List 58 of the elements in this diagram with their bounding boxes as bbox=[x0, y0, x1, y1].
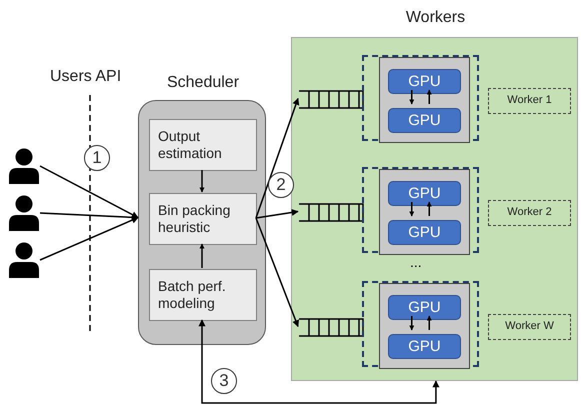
arrow bbox=[40, 212, 139, 221]
node-text: Worker 2 bbox=[506, 205, 553, 220]
arrow bbox=[426, 316, 432, 330]
arrow bbox=[40, 165, 139, 218]
node-text: GPU bbox=[407, 110, 442, 130]
queue-icon bbox=[299, 90, 364, 109]
gpu-box bbox=[388, 220, 461, 245]
arrow bbox=[426, 90, 432, 104]
arrow bbox=[40, 216, 139, 261]
node-text: GPU bbox=[407, 336, 442, 356]
arrow bbox=[255, 98, 300, 218]
node-text: GPU bbox=[407, 184, 442, 204]
node-text: Worker W bbox=[504, 319, 555, 334]
arrow bbox=[256, 209, 299, 219]
step-number: 3 bbox=[211, 368, 237, 394]
arrow bbox=[409, 202, 414, 216]
server-box bbox=[379, 283, 470, 369]
worker-label bbox=[488, 200, 571, 226]
person-icon bbox=[8, 242, 40, 278]
node-text: Bin packing heuristic bbox=[157, 201, 232, 237]
worker-label bbox=[488, 88, 571, 114]
arrow bbox=[200, 170, 204, 192]
person-icon bbox=[8, 148, 40, 184]
node-text: Worker 1 bbox=[506, 93, 553, 108]
step-number: 2 bbox=[268, 172, 294, 198]
arrow bbox=[409, 316, 414, 330]
process-box bbox=[149, 119, 257, 171]
process-box bbox=[149, 193, 257, 245]
gpu-box bbox=[388, 295, 461, 320]
arrow bbox=[200, 244, 204, 268]
server-box bbox=[379, 57, 470, 143]
worker-boundary bbox=[362, 281, 479, 367]
worker-label bbox=[488, 314, 571, 340]
gpu-box bbox=[388, 181, 461, 206]
gpu-box bbox=[388, 108, 461, 133]
server-box bbox=[379, 169, 470, 255]
process-box bbox=[149, 269, 257, 321]
arrow bbox=[409, 90, 414, 104]
node-text: Output estimation bbox=[157, 127, 223, 163]
arrow bbox=[198, 319, 440, 404]
queue-icon bbox=[299, 203, 364, 222]
worker-boundary bbox=[362, 55, 479, 141]
person-icon bbox=[8, 195, 40, 231]
node-text: GPU bbox=[407, 72, 442, 92]
worker-boundary bbox=[362, 167, 479, 253]
group-heading: Scheduler bbox=[166, 74, 240, 92]
api-heading: Users API bbox=[50, 68, 122, 86]
group-heading: Workers bbox=[404, 9, 466, 27]
node-text: GPU bbox=[407, 222, 442, 242]
gpu-box bbox=[388, 69, 461, 94]
node-text: Batch perf. modeling bbox=[157, 277, 227, 313]
node-text: GPU bbox=[407, 298, 442, 318]
gpu-box bbox=[388, 334, 461, 359]
queue-icon bbox=[299, 318, 364, 337]
ellipsis-text: ... bbox=[410, 254, 422, 270]
arrow bbox=[255, 218, 299, 328]
step-number: 1 bbox=[84, 145, 110, 171]
arrow bbox=[426, 202, 432, 216]
